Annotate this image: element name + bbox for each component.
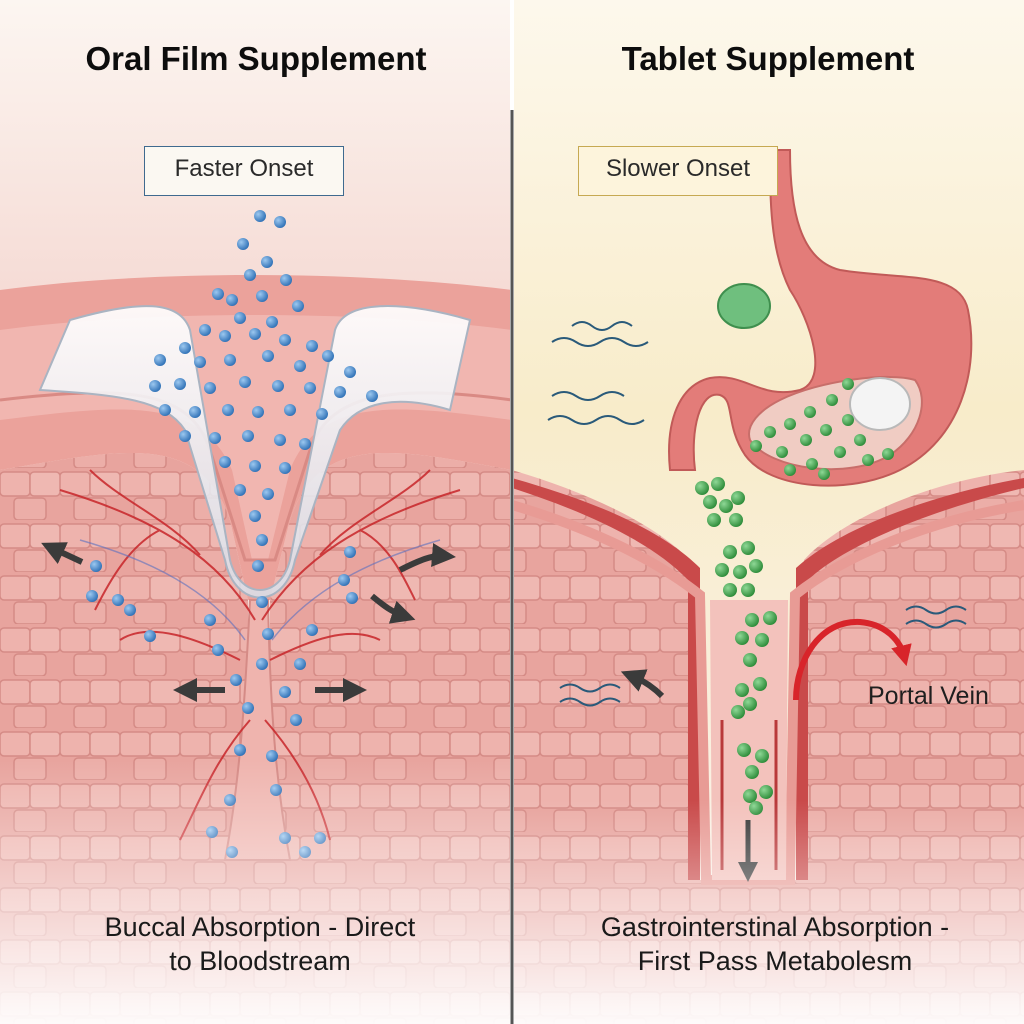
portal-vein-label: Portal Vein	[868, 682, 989, 710]
tablet	[717, 283, 771, 329]
dissolving-tablet	[849, 377, 911, 431]
left-caption-line-2: to Bloodstream	[169, 946, 351, 976]
portal-vein-arrow	[793, 618, 912, 701]
right-caption-line-1: Gastrointerstinal Absorption -	[600, 912, 950, 942]
left-caption: Buccal Absorption - Direct to Bloodstrea…	[40, 910, 480, 978]
right-caption: Gastrointerstinal Absorption - First Pas…	[540, 910, 1010, 978]
tablet-particles	[695, 378, 894, 815]
right-caption-line-2: First Pass Metabolesm	[637, 946, 913, 976]
capillaries-left	[59, 469, 461, 841]
faster-onset-label: Faster Onset	[144, 146, 344, 196]
slower-onset-label: Slower Onset	[578, 146, 778, 196]
oral-film	[38, 305, 472, 599]
left-panel-title: Oral Film Supplement	[85, 40, 427, 77]
diffusion-arrows	[41, 542, 456, 702]
right-panel-title: Tablet Supplement	[621, 40, 915, 77]
waves	[547, 321, 967, 707]
left-caption-line-1: Buccal Absorption - Direct	[104, 912, 416, 942]
